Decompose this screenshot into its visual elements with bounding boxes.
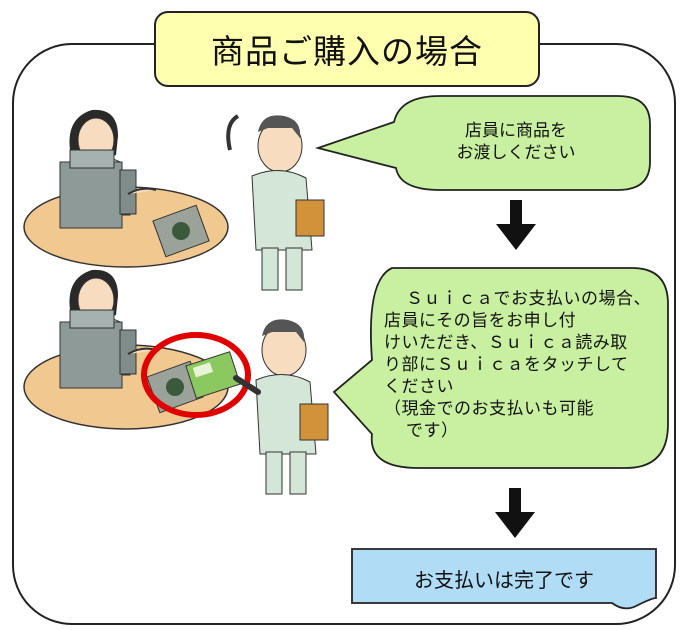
step2-line: けいただき、Ｓｕｉｃａ読み取 (384, 333, 628, 353)
speech-bubble-1 (314, 95, 651, 191)
speech-bubble-2 (332, 267, 669, 469)
step2-line: り部にＳｕｉｃａをタッチして (384, 355, 629, 375)
cash-register (59, 149, 137, 229)
cash-register (59, 309, 137, 389)
step2-line: Ｓｕｉｃａでお支払いの場合、 (406, 289, 651, 309)
suica-card (185, 351, 241, 399)
counter-scene-1 (23, 109, 229, 268)
step2-text: Ｓｕｉｃａでお支払いの場合、 店員にその旨をお申し付 けいただき、Ｓｕｉｃａ読み… (384, 288, 654, 442)
customer-figure-2 (233, 319, 329, 495)
step1-text: 店員に商品を お渡しください (416, 120, 616, 164)
suica-reader (152, 204, 210, 258)
step1-line: 店員に商品を (465, 121, 567, 141)
step2-line: です） (406, 421, 459, 441)
step2-line: （現金でのお支払いも可能 (384, 399, 594, 419)
step2-line: ください (384, 377, 454, 397)
counter-scene-2 (23, 269, 251, 430)
page-title: 商品ご購入の場合 (154, 11, 540, 87)
step1-line: お渡しください (456, 143, 576, 163)
arrow-down-1 (496, 200, 536, 250)
done-label: お支払いは完了です (414, 567, 594, 592)
arrow-down-2 (495, 488, 535, 538)
done-box-shape (351, 548, 657, 610)
step2-line: 店員にその旨をお申し付 (384, 311, 577, 331)
customer-figure-1 (226, 114, 325, 291)
highlight-ring (141, 332, 251, 418)
